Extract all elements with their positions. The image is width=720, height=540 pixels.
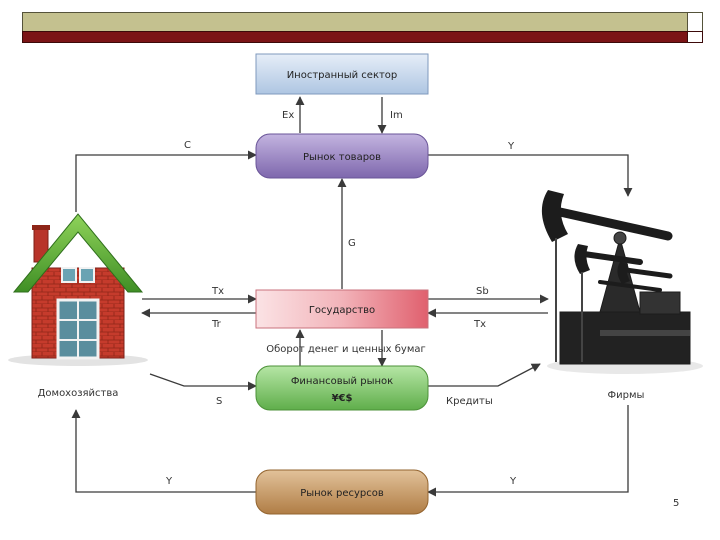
slide-header-bar (22, 12, 703, 43)
currency-symbols: ¥€$ (332, 393, 353, 404)
flow-label-tx-right: Tx (473, 319, 486, 330)
households-label: Домохозяйства (38, 388, 119, 399)
flow-label-tx-left: Tx (211, 286, 224, 297)
flow-label-credits: Кредиты (446, 396, 493, 407)
flow-label-ex: Ex (282, 110, 294, 121)
resource-market-label: Рынок ресурсов (300, 488, 384, 499)
state-label: Государство (309, 305, 375, 316)
firms-label: Фирмы (608, 390, 645, 401)
house-icon (8, 213, 148, 366)
financial-market-label: Финансовый рынок (291, 376, 393, 387)
flow-label-c: C (184, 140, 191, 151)
flow-arrows (71, 96, 633, 497)
flow-label-money-securities: Оборот денег и ценных бумаг (266, 344, 426, 355)
flow-label-y-bottom-left: Y (165, 476, 173, 487)
foreign-sector-label: Иностранный сектор (287, 70, 398, 81)
financial-market-box: Финансовый рынок ¥€$ (255, 365, 429, 411)
flow-label-s: S (216, 396, 222, 407)
flow-label-y-bottom-right: Y (509, 476, 517, 487)
flow-label-sb: Sb (476, 286, 489, 297)
oil-pump-icon (541, 190, 703, 374)
flow-label-tr: Tr (211, 319, 222, 330)
flow-label-y-top: Y (507, 141, 515, 152)
page-number: 5 (673, 498, 679, 509)
flow-label-im: Im (390, 110, 403, 121)
goods-market-box: Рынок товаров (255, 133, 429, 179)
header-corner-square-bottom (687, 31, 703, 43)
state-box: Государство (255, 289, 429, 329)
goods-market-label: Рынок товаров (303, 152, 381, 163)
foreign-sector-box: Иностранный сектор (255, 53, 429, 95)
flow-label-g: G (348, 238, 356, 249)
resource-market-box: Рынок ресурсов (255, 469, 429, 515)
